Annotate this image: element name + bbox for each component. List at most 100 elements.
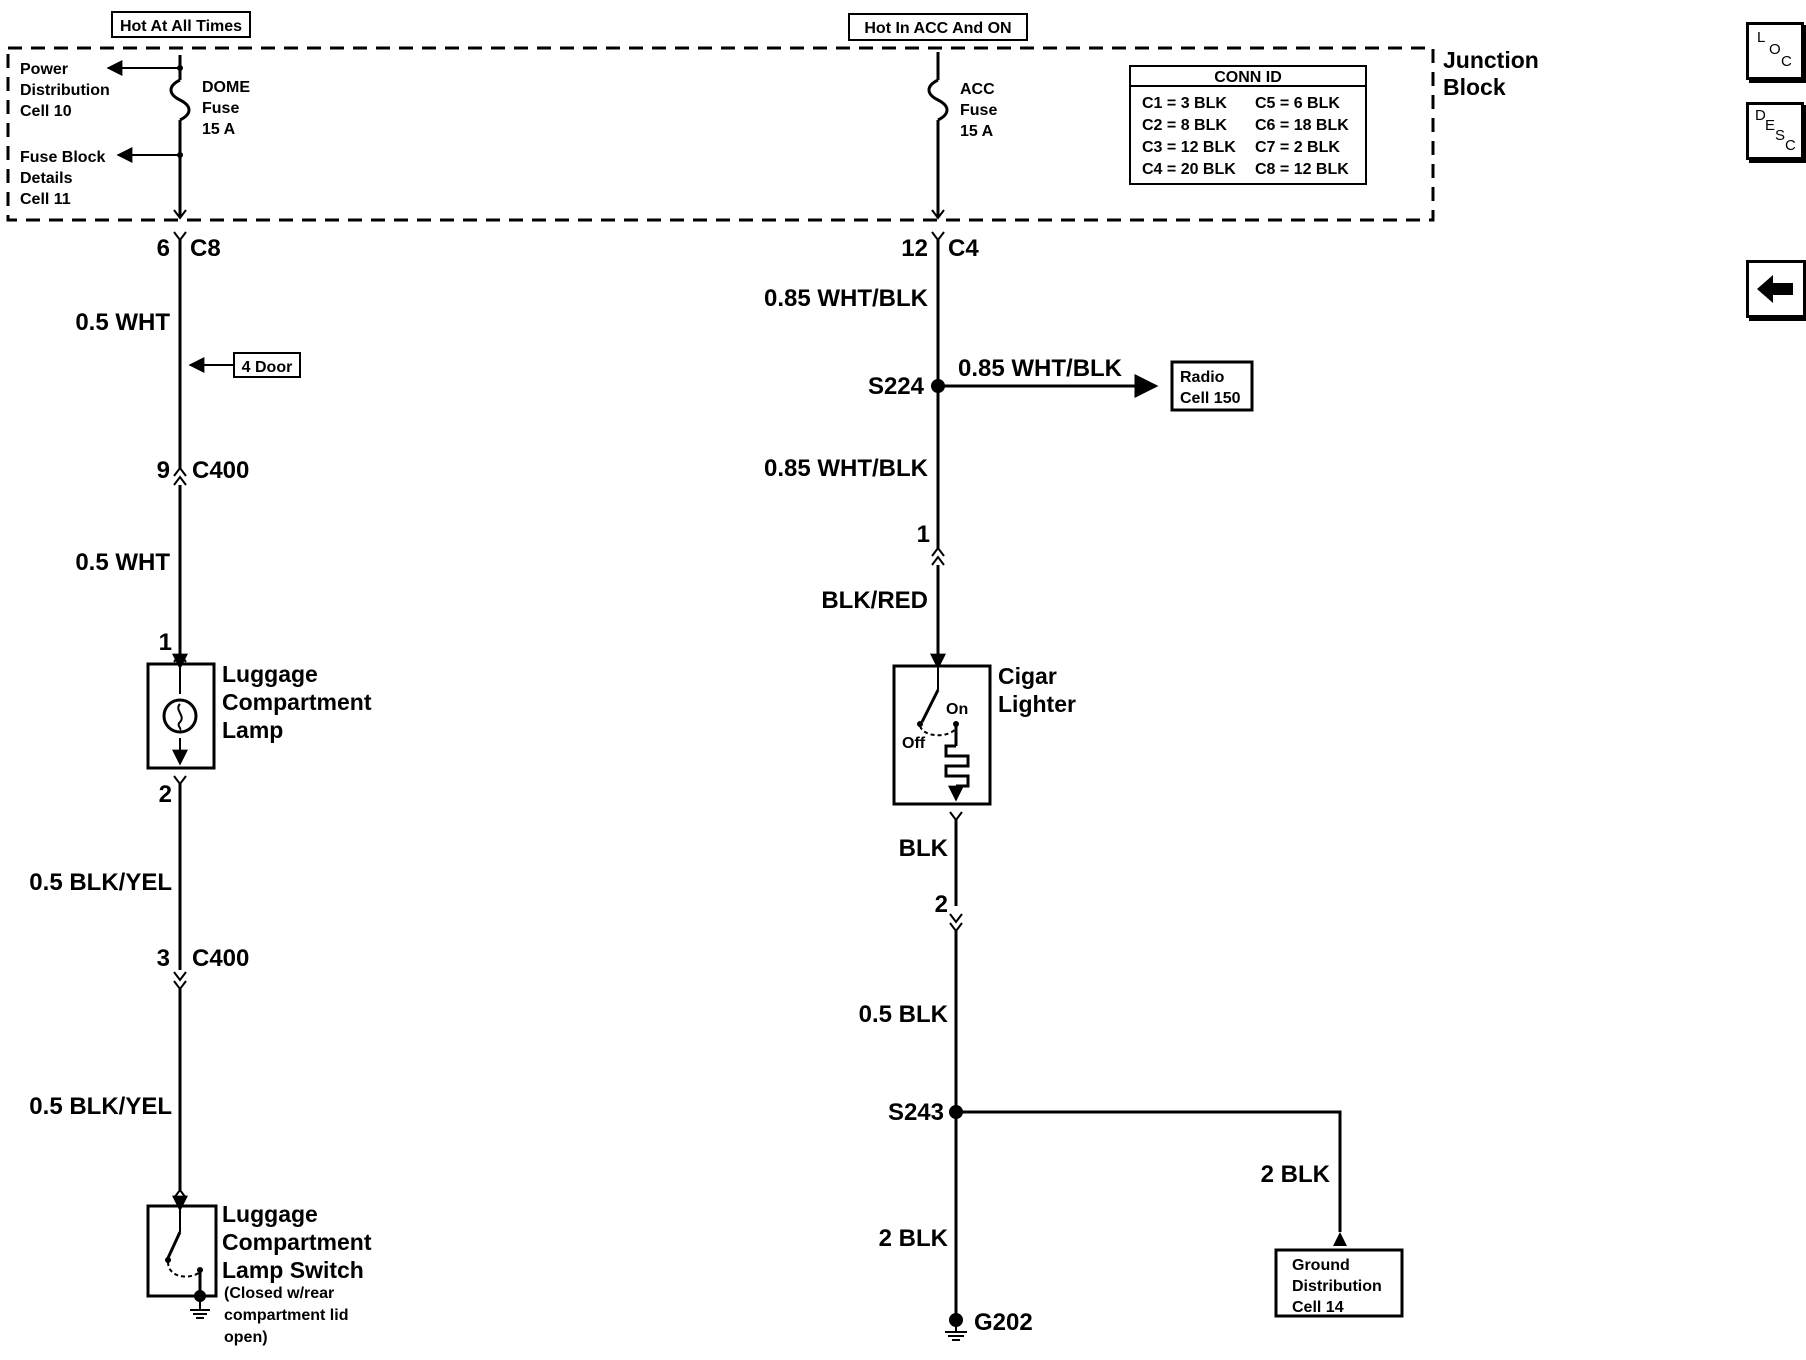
ground-icon xyxy=(945,1313,967,1341)
acc-fuse-label: ACC Fuse 15 A xyxy=(960,81,997,140)
svg-text:compartment lid: compartment lid xyxy=(224,1307,348,1324)
wire-label: 0.5 WHT xyxy=(75,549,170,576)
heating-element-icon xyxy=(944,744,970,788)
ground-icon xyxy=(190,1290,210,1319)
desc-letter: D xyxy=(1755,107,1766,124)
junction-block-outline xyxy=(6,46,1435,222)
svg-text:15 A: 15 A xyxy=(202,121,236,138)
acc-fuse-icon xyxy=(927,78,949,122)
svg-text:C5 = 6 BLK: C5 = 6 BLK xyxy=(1255,95,1340,112)
svg-text:Compartment: Compartment xyxy=(222,1229,372,1255)
svg-text:Lighter: Lighter xyxy=(998,691,1076,717)
svg-text:(Closed w/rear: (Closed w/rear xyxy=(224,1285,334,1302)
desc-letter: S xyxy=(1775,127,1786,144)
svg-text:C3 = 12 BLK: C3 = 12 BLK xyxy=(1142,139,1236,156)
svg-text:Details: Details xyxy=(20,170,73,187)
svg-text:Compartment: Compartment xyxy=(222,689,372,715)
connector-pin-label: 3 xyxy=(157,945,170,972)
luggage-lamp-label: Luggage Compartment Lamp xyxy=(222,661,372,743)
junction-block-label: Junction xyxy=(1443,47,1539,73)
svg-text:Cell 14: Cell 14 xyxy=(1292,1299,1344,1316)
jb-connector-label: C4 xyxy=(948,235,979,262)
svg-text:Fuse: Fuse xyxy=(202,100,239,117)
dome-fuse-label: DOME Fuse 15 A xyxy=(202,79,250,138)
connector-label: C400 xyxy=(192,457,249,484)
svg-text:Cell 11: Cell 11 xyxy=(20,191,71,208)
jb-pin-label: 6 xyxy=(157,235,170,262)
svg-text:ACC: ACC xyxy=(960,81,995,98)
dome-fuse-icon xyxy=(169,78,191,122)
hot-at-all-times-box: Hot At All Times xyxy=(111,11,251,38)
svg-text:C8 = 12 BLK: C8 = 12 BLK xyxy=(1255,161,1349,178)
wire-label: 2 BLK xyxy=(879,1225,949,1252)
svg-text:C4 = 20 BLK: C4 = 20 BLK xyxy=(1142,161,1236,178)
svg-text:Luggage: Luggage xyxy=(222,1201,318,1227)
svg-text:Cigar: Cigar xyxy=(998,663,1057,689)
loc-letter: L xyxy=(1757,29,1766,46)
loc-letter: C xyxy=(1781,53,1792,70)
wire-label: 0.85 WHT/BLK xyxy=(764,455,929,482)
svg-text:Ground: Ground xyxy=(1292,1257,1350,1274)
svg-text:Luggage: Luggage xyxy=(222,661,318,687)
svg-text:open): open) xyxy=(224,1329,268,1346)
svg-text:C7 = 2 BLK: C7 = 2 BLK xyxy=(1255,139,1340,156)
wire-label: 0.5 BLK/YEL xyxy=(29,869,172,896)
svg-text:Distribution: Distribution xyxy=(1292,1278,1382,1295)
svg-text:Power: Power xyxy=(20,61,68,78)
jb-pin-label: 12 xyxy=(901,235,928,262)
connector-pin-label: 9 xyxy=(157,457,170,484)
svg-text:DOME: DOME xyxy=(202,79,250,96)
on-label: On xyxy=(946,701,968,718)
desc-letter: E xyxy=(1765,117,1776,134)
lamp-switch-label: Luggage Compartment Lamp Switch xyxy=(222,1201,372,1283)
svg-text:C2 = 8 BLK: C2 = 8 BLK xyxy=(1142,117,1227,134)
svg-text:Distribution: Distribution xyxy=(20,82,110,99)
wire-label: 0.5 WHT xyxy=(75,309,170,336)
off-label: Off xyxy=(902,735,926,752)
fuse-block-details-ref: Fuse Block Details Cell 11 xyxy=(20,149,105,208)
ground-distribution-ref-box: Ground Distribution Cell 14 xyxy=(1274,1248,1404,1318)
wire-label: BLK/RED xyxy=(821,587,928,614)
conn-id-table: CONN ID C1 = 3 BLK C2 = 8 BLK C3 = 12 BL… xyxy=(1129,65,1367,185)
lamp-pin-label: 1 xyxy=(159,629,172,656)
jb-connector-label: C8 xyxy=(190,235,221,262)
svg-text:Cell 10: Cell 10 xyxy=(20,103,72,120)
lamp-pin-label: 2 xyxy=(159,781,172,808)
junction-block-label: Block xyxy=(1443,74,1506,100)
back-button[interactable] xyxy=(1746,260,1806,318)
desc-button[interactable]: D E S C xyxy=(1746,102,1804,160)
wire-label: 2 BLK xyxy=(1261,1161,1331,1188)
wire-label: 0.85 WHT/BLK xyxy=(764,285,929,312)
cigar-lighter-label: Cigar Lighter xyxy=(998,663,1076,717)
svg-text:Hot In ACC And ON: Hot In ACC And ON xyxy=(864,20,1011,37)
svg-text:Radio: Radio xyxy=(1180,369,1225,386)
svg-text:C1 = 3 BLK: C1 = 3 BLK xyxy=(1142,95,1227,112)
svg-text:Lamp Switch: Lamp Switch xyxy=(222,1257,364,1283)
connector-pin-label: 2 xyxy=(935,891,948,918)
splice-label: S224 xyxy=(868,373,925,400)
lamp-switch-note: (Closed w/rear compartment lid open) xyxy=(224,1285,348,1346)
connector-label: C400 xyxy=(192,945,249,972)
loc-button[interactable]: L O C xyxy=(1746,22,1804,80)
wire-label: 0.85 WHT/BLK xyxy=(958,355,1123,382)
svg-text:15 A: 15 A xyxy=(960,123,994,140)
desc-letter: C xyxy=(1785,137,1796,154)
connector-pin-label: 1 xyxy=(917,521,930,548)
ground-label: G202 xyxy=(974,1309,1033,1336)
loc-letter: O xyxy=(1769,41,1781,58)
splice-label: S243 xyxy=(888,1099,944,1126)
bulb-icon xyxy=(162,698,198,734)
svg-text:Fuse: Fuse xyxy=(960,102,997,119)
radio-ref-box: Radio Cell 150 xyxy=(1170,360,1254,412)
lighter-switch-icon xyxy=(917,689,959,746)
wire-label: BLK xyxy=(899,835,949,862)
svg-text:Hot At All Times: Hot At All Times xyxy=(120,18,242,35)
svg-text:CONN ID: CONN ID xyxy=(1214,69,1282,86)
switch-icon xyxy=(165,1231,203,1300)
4-door-option-label: 4 Door xyxy=(242,359,293,376)
wire-label: 0.5 BLK xyxy=(859,1001,949,1028)
power-distribution-ref: Power Distribution Cell 10 xyxy=(20,61,110,120)
wire-label: 0.5 BLK/YEL xyxy=(29,1093,172,1120)
svg-text:C6 = 18 BLK: C6 = 18 BLK xyxy=(1255,117,1349,134)
